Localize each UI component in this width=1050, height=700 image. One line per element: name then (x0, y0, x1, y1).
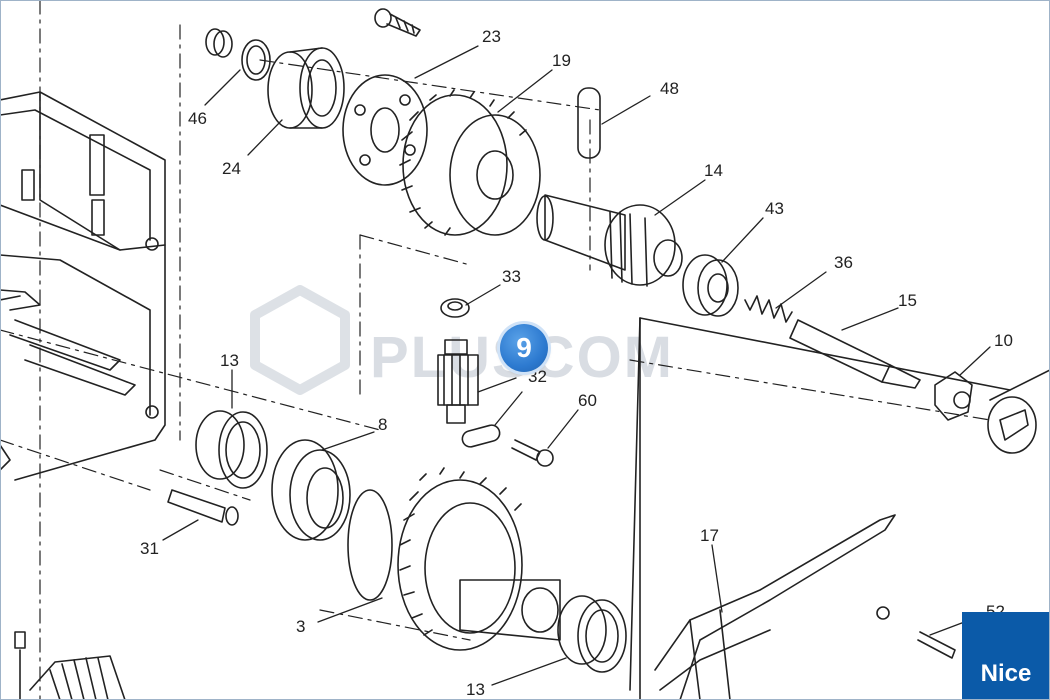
step-number-badge: 9 (500, 324, 548, 372)
part-8-ring (271, 439, 351, 541)
part-14-pinion (536, 194, 683, 287)
callout-31: 31 (140, 539, 159, 558)
part-43-bearing (682, 254, 739, 317)
callout-43: 43 (765, 199, 784, 218)
part-3-gear (347, 467, 561, 651)
leader-lines (162, 45, 991, 686)
callout-8: 8 (378, 415, 387, 434)
part-10-knob (934, 369, 1050, 454)
callout-10: 10 (994, 331, 1013, 350)
callout-60: 60 (578, 391, 597, 410)
callout-13-upper: 13 (220, 351, 239, 370)
callout-19: 19 (552, 51, 571, 70)
part-13-bearing-upper (195, 410, 268, 489)
step-number: 9 (516, 332, 532, 363)
callout-17: 17 (700, 526, 719, 545)
part-15-rod (789, 319, 921, 389)
callout-3: 3 (296, 617, 305, 636)
part-52-screw (876, 606, 956, 659)
part-23-disc (342, 74, 428, 186)
worm-gear (14, 631, 126, 700)
part-36-spring (744, 295, 793, 323)
cover-panel-outline (629, 317, 1011, 700)
callout-labels: 23 19 48 46 24 14 43 33 36 15 10 32 60 1… (140, 27, 1013, 699)
part-19-gear (399, 89, 541, 236)
part-48-pin (577, 87, 601, 159)
part-33-washer (440, 298, 470, 318)
part-60-screw (461, 424, 554, 467)
callout-23: 23 (482, 27, 501, 46)
callout-13-lower: 13 (466, 680, 485, 699)
brand-logo-text: Nice (980, 660, 1032, 687)
motor-housing (0, 91, 166, 481)
part-31-pin (167, 489, 239, 526)
callout-32: 32 (528, 367, 547, 386)
callout-24: 24 (222, 159, 241, 178)
callout-48: 48 (660, 79, 679, 98)
part-13-bearing-lower (557, 595, 627, 673)
part-17-plate (654, 514, 896, 700)
part-46-bushing (205, 28, 271, 81)
part-24-ring (267, 47, 345, 129)
part-23-screw (374, 8, 421, 37)
callout-15: 15 (898, 291, 917, 310)
callout-46: 46 (188, 109, 207, 128)
callout-14: 14 (704, 161, 723, 180)
callout-36: 36 (834, 253, 853, 272)
callout-33: 33 (502, 267, 521, 286)
part-32-pinion (437, 339, 479, 424)
brand-logo: Nice (962, 612, 1050, 700)
